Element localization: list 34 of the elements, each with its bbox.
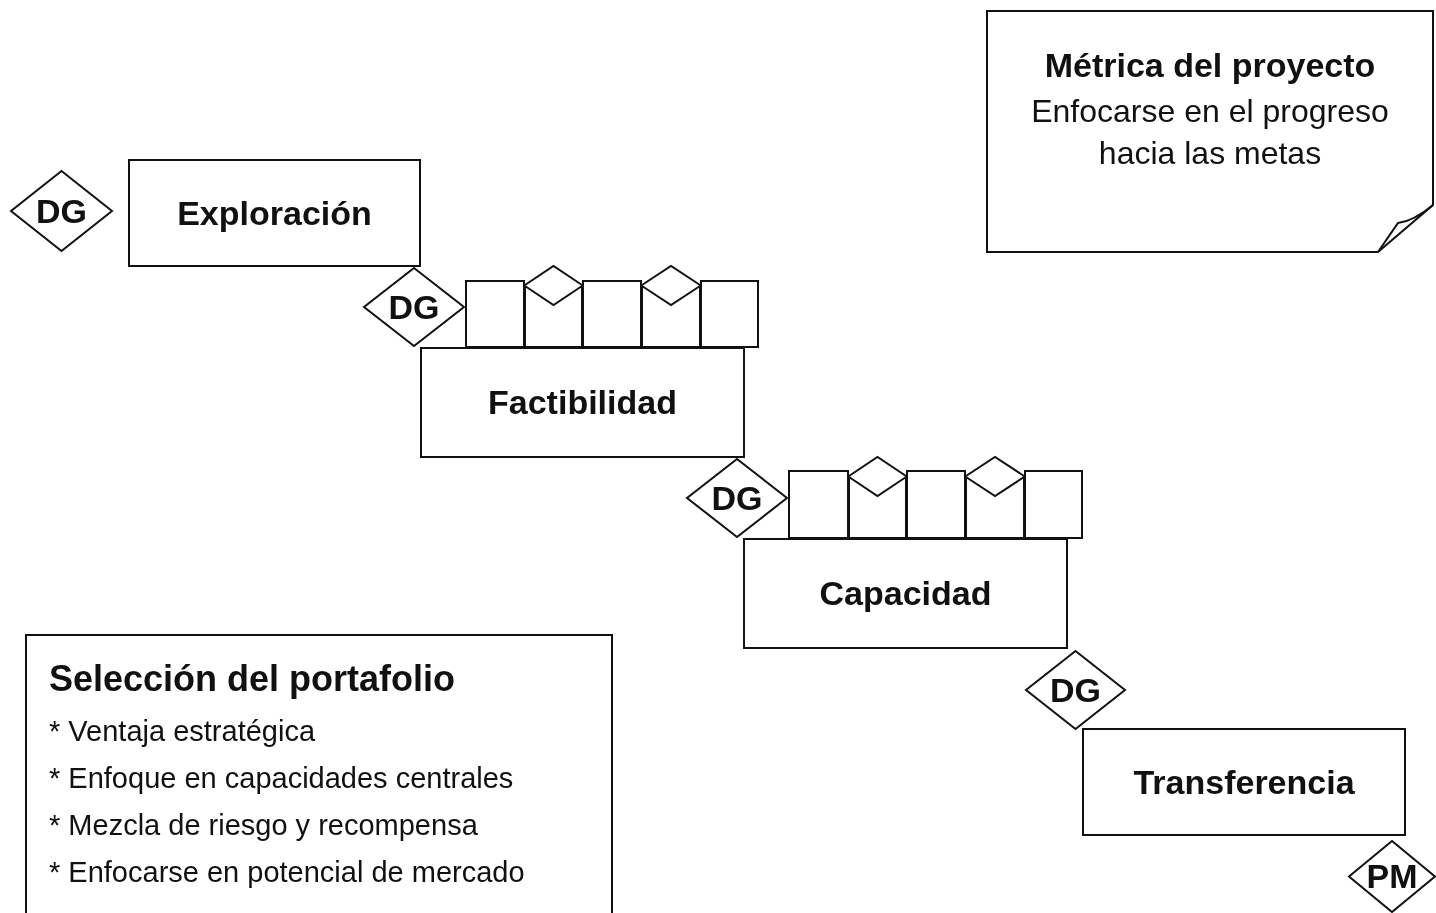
diamond-label: DG [388,287,440,327]
empty-box [906,470,966,539]
diamond-label: PM [1366,857,1418,896]
phase-label: Transferencia [1133,762,1355,802]
diamond-label: DG [1050,670,1101,710]
notched-box [641,285,701,348]
decision-diamond [1025,650,1126,730]
bullet-item: * Ventaja estratégica [49,714,315,749]
decision-diamond [1348,840,1436,913]
empty-box [700,280,759,348]
decision-diamond [686,458,788,538]
notched-box [965,476,1025,539]
info-panel [25,634,613,913]
panel-heading: Selección del portafolio [49,658,456,700]
diamond-label: DG [36,191,87,231]
empty-box [1024,470,1083,539]
bullet-item: * Enfocarse en potencial de mercado [49,855,525,890]
diamond-label: DG [711,478,763,518]
empty-box [788,470,849,539]
phase-box [1082,728,1406,836]
empty-box [465,280,525,348]
bullet-item: * Mezcla de riesgo y recompensa [49,808,478,843]
phase-label: Factibilidad [488,383,677,422]
notched-box [848,476,907,539]
empty-box [582,280,642,348]
phase-label: Exploración [177,193,372,233]
decision-diamond [10,170,113,252]
phase-label: Capacidad [819,574,992,613]
note-box [986,10,1434,253]
decision-diamond [363,267,465,347]
note-text: Enfocarse en el progreso hacia las metas [1030,92,1390,173]
note-heading: Métrica del proyecto [1044,46,1376,85]
notched-box [524,285,583,348]
bullet-item: * Enfoque en capacidades centrales [49,761,514,796]
